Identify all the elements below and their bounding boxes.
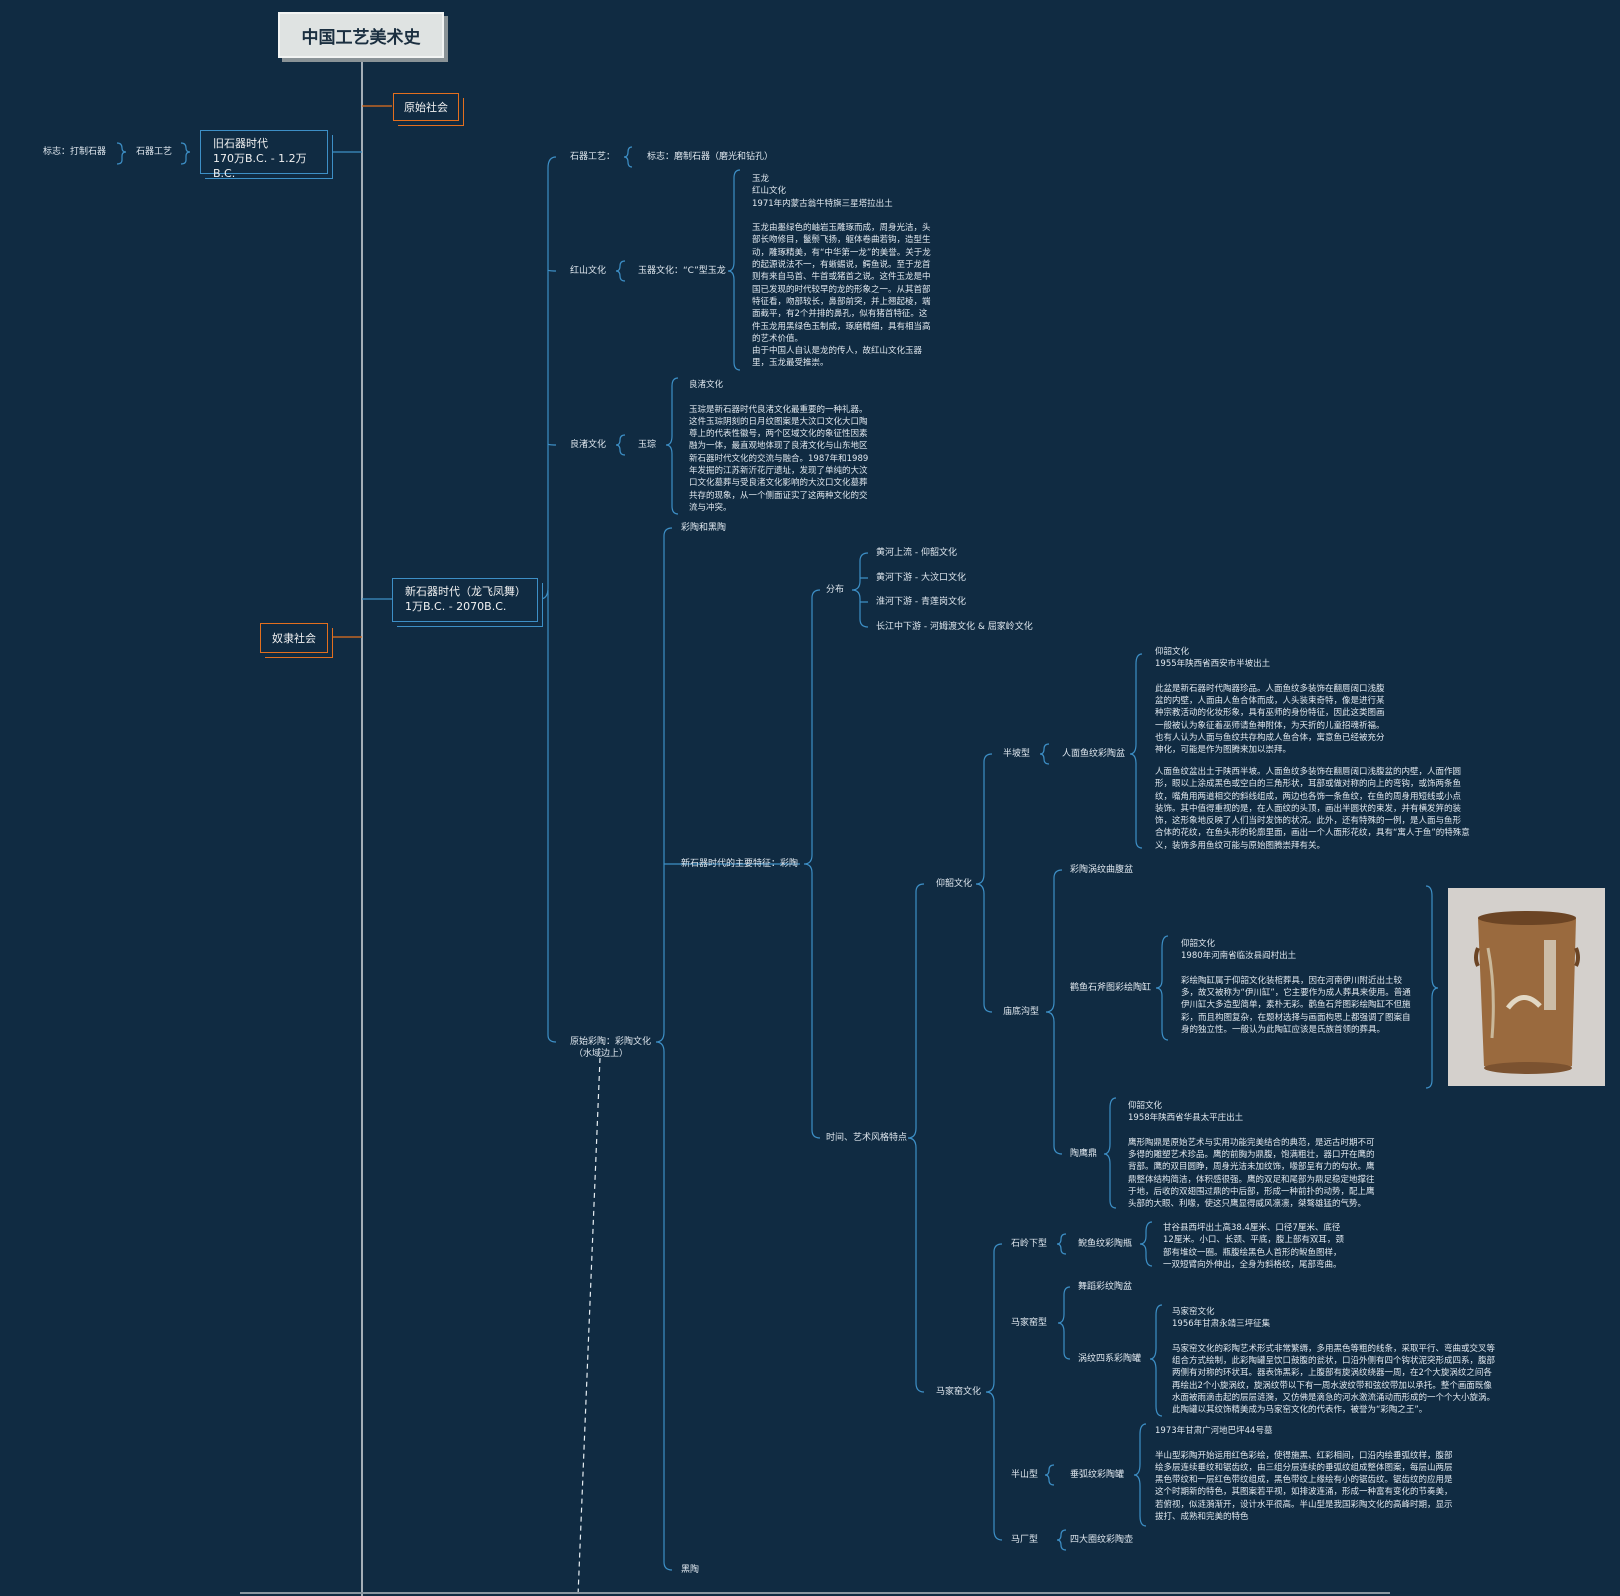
fenbu-item[interactable]: 淮河下游 - 青莲岗文化: [876, 597, 966, 607]
node-neo-mark[interactable]: 标志：磨制石器（磨光和钻孔）: [647, 152, 774, 162]
yuanshi-caitao-line2: （水域边上）: [574, 1049, 629, 1059]
node-yangshao[interactable]: 仰韶文化: [936, 879, 973, 889]
node-old-stone-age[interactable]: 旧石器时代 170万B.C. - 1.2万B.C.: [200, 130, 328, 180]
node-old-craft[interactable]: 石器工艺: [136, 147, 173, 157]
node-caitao-heitao[interactable]: 彩陶和黑陶: [681, 523, 727, 533]
node-yuanshi-shehui[interactable]: 原始社会: [393, 93, 459, 121]
node-shiling-xia[interactable]: 石岭下型: [1011, 1239, 1048, 1249]
node-old-mark[interactable]: 标志：打制石器: [43, 147, 107, 157]
node-xuanwen-sixi[interactable]: 涡纹四系彩陶罐: [1078, 1354, 1142, 1364]
neolithic-age-dates: 1万B.C. - 2070B.C.: [405, 600, 507, 613]
node-machang[interactable]: 马厂型: [1011, 1535, 1039, 1545]
node-yuanshi-caitao[interactable]: 原始彩陶：彩陶文化 （水域边上）: [570, 1036, 651, 1060]
node-majiayao-culture[interactable]: 马家窑文化: [936, 1387, 982, 1397]
note-tao-ying-ding[interactable]: 仰韶文化 1958年陕西省华县太平庄出土 鹰形陶鼎是原始艺术与实用功能完美结合的…: [1128, 1101, 1375, 1210]
node-nuli-shehui[interactable]: 奴隶社会: [260, 623, 328, 653]
node-renmian-yuwen[interactable]: 人面鱼纹彩陶盆: [1062, 749, 1126, 759]
node-hongshan[interactable]: 红山文化: [570, 266, 607, 276]
pottery-jar-photo[interactable]: [1448, 888, 1605, 1086]
node-main-feature[interactable]: 新石器时代的主要特征：彩陶: [681, 859, 799, 869]
node-wudao-caiwen[interactable]: 舞蹈彩纹陶盆: [1078, 1282, 1133, 1292]
node-yucong[interactable]: 玉琮: [638, 440, 657, 450]
node-wowen-qufu[interactable]: 彩陶涡纹曲腹盆: [1070, 865, 1134, 875]
fenbu-item[interactable]: 黄河下游 - 大汶口文化: [876, 573, 966, 583]
note-renmian-1[interactable]: 仰韶文化 1955年陕西省西安市半坡出土 此盆是新石器时代陶器珍品。人面鱼纹多装…: [1155, 647, 1385, 756]
bottom-scroll-divider: [240, 1592, 1390, 1594]
neolithic-age-title: 新石器时代（龙飞凤舞）: [405, 585, 526, 598]
pottery-jar-image: [1448, 888, 1605, 1086]
root-title-node[interactable]: 中国工艺美术史: [278, 12, 444, 58]
node-neolithic-age[interactable]: 新石器时代（龙飞凤舞） 1万B.C. - 2070B.C.: [392, 578, 538, 622]
node-banpo[interactable]: 半坡型: [1003, 749, 1031, 759]
note-liangzhu-jade-cong[interactable]: 良渚文化 玉琮是新石器时代良渚文化最重要的一种礼器。 这件玉琮阴刻的日月纹图案是…: [689, 380, 869, 513]
node-yuqi[interactable]: 玉器文化：“C”型玉龙: [638, 266, 726, 276]
node-fenbu[interactable]: 分布: [826, 585, 845, 595]
yuanshi-caitao-line1: 原始彩陶：彩陶文化: [570, 1037, 652, 1047]
node-miaodigou[interactable]: 庙底沟型: [1003, 1007, 1040, 1017]
node-majiayao-type[interactable]: 马家窑型: [1011, 1318, 1048, 1328]
fenbu-item[interactable]: 长江中下游 - 河姆渡文化 & 屈家岭文化: [876, 622, 1033, 632]
old-stone-age-title: 旧石器时代: [213, 137, 268, 150]
note-guanyu-shifu[interactable]: 仰韶文化 1980年河南省临汝县阎村出土 彩绘陶缸属于仰韶文化装棺葬具，因在河南…: [1181, 939, 1411, 1036]
node-liangzhu[interactable]: 良渚文化: [570, 440, 607, 450]
node-shijian-fengge[interactable]: 时间、艺术风格特点: [826, 1133, 908, 1143]
node-tao-ying-ding[interactable]: 陶鹰鼎: [1070, 1149, 1098, 1159]
node-neo-craft[interactable]: 石器工艺：: [570, 152, 616, 162]
note-renmian-2[interactable]: 人面鱼纹盆出土于陕西半坡。人面鱼纹多装饰在翻唇阔口浅腹盆的内壁，人面作圆 形，眼…: [1155, 767, 1470, 851]
note-hongshan-jade-dragon[interactable]: 玉龙 红山文化 1971年内蒙古翁牛特旗三星塔拉出土 玉龙由墨绿色的岫岩玉雕琢而…: [752, 174, 931, 369]
node-niyu-wen[interactable]: 鲵鱼纹彩陶瓶: [1078, 1239, 1133, 1249]
note-chuihu-wen[interactable]: 1973年甘肃广河地巴坪44号墓 半山型彩陶开始运用红色彩绘，使得施黑、红彩相间…: [1155, 1426, 1453, 1523]
old-stone-age-dates: 170万B.C. - 1.2万B.C.: [213, 152, 307, 180]
fenbu-item[interactable]: 黄河上流 - 仰韶文化: [876, 548, 957, 558]
note-xuanwen-sixi[interactable]: 马家窑文化 1956年甘肃永靖三坪征集 马家窑文化的彩陶艺术形式非常繁缛，多用黑…: [1172, 1307, 1496, 1416]
node-guanyu-shifu[interactable]: 鹳鱼石斧图彩绘陶缸: [1070, 983, 1152, 993]
node-banshan[interactable]: 半山型: [1011, 1470, 1039, 1480]
node-heitao[interactable]: 黑陶: [681, 1565, 700, 1575]
node-chuihu-wen[interactable]: 垂弧纹彩陶罐: [1070, 1470, 1125, 1480]
node-siquan-wen[interactable]: 四大圈纹彩陶壶: [1070, 1535, 1134, 1545]
note-niyu-wen[interactable]: 甘谷县西坪出土高38.4厘米、口径7厘米、底径 12厘米。小口、长颈、平底，腹上…: [1163, 1223, 1344, 1270]
